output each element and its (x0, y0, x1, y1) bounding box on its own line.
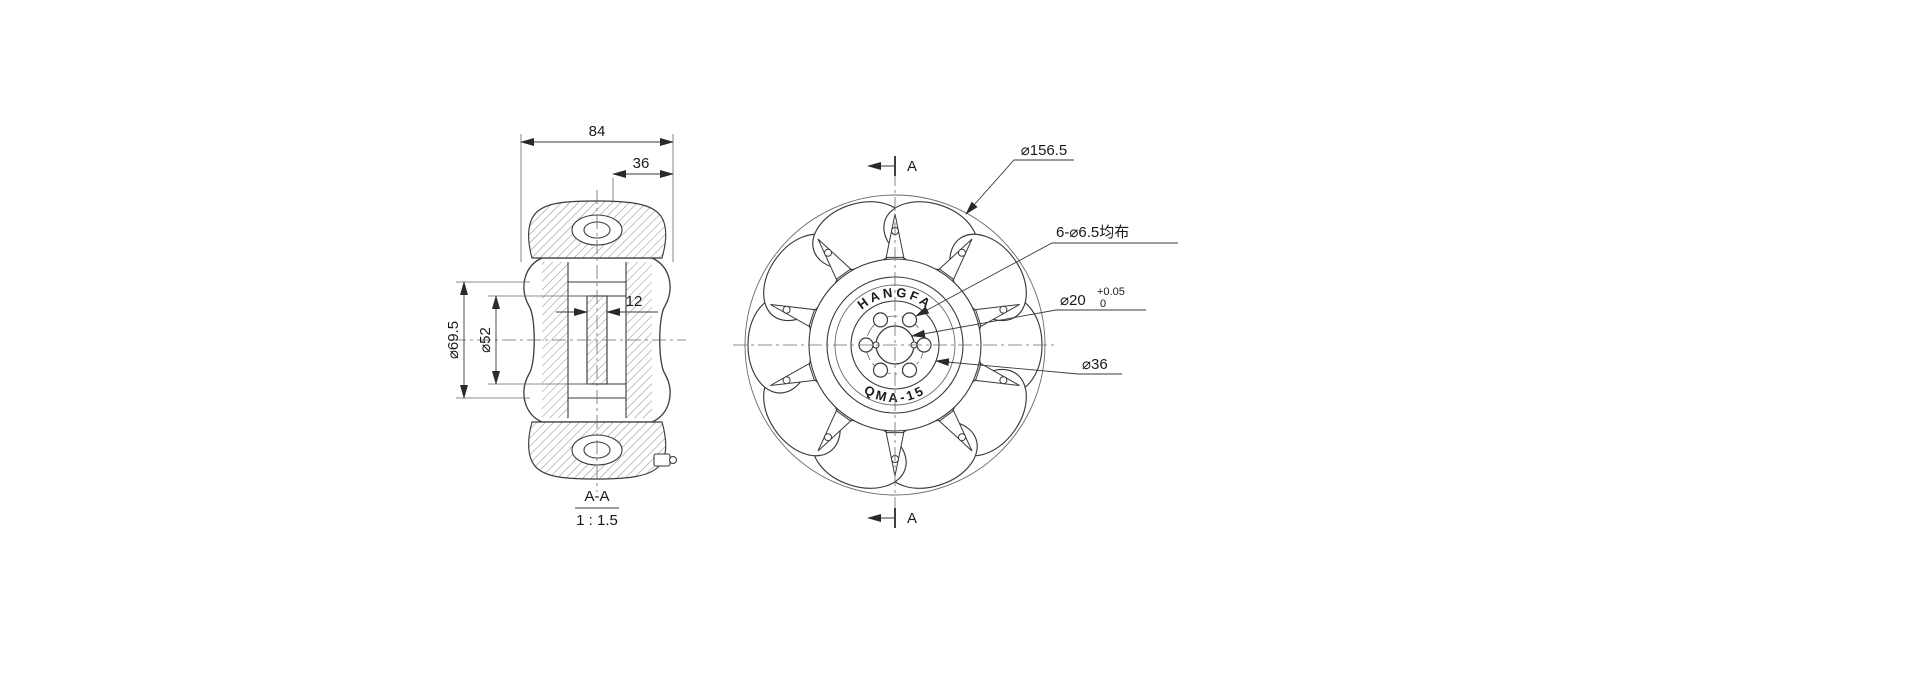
dim-web-width-label: 12 (626, 293, 643, 310)
hub-diameter-label: ⌀36 (1082, 356, 1108, 373)
dim-roller-diameter-label: ⌀69.5 (445, 321, 462, 359)
center-bore-label: ⌀20 (1060, 292, 1086, 309)
section-marker-bottom-label: A (907, 510, 917, 527)
section-marker-top: A (867, 156, 917, 176)
dimension-web-width: 12 (556, 293, 658, 316)
dimension-roller-diameter: ⌀69.5 (445, 281, 530, 399)
axle-pin (653, 453, 671, 467)
frame-fingers (770, 213, 1020, 477)
dimension-inner-diameter: ⌀52 (477, 295, 590, 385)
dimension-overall-width: 84 (520, 123, 674, 262)
section-marker-bottom: A (867, 508, 917, 528)
dim-inner-diameter-label: ⌀52 (477, 327, 494, 353)
section-scale: 1 : 1.5 (576, 512, 618, 529)
callout-center-bore: ⌀20 +0.05 0 (911, 286, 1146, 338)
section-view: 84 36 12 ⌀69.5 ⌀52 A (445, 123, 686, 529)
svg-text:QMA-15: QMA-15 (862, 382, 928, 405)
view-label: A-A 1 : 1.5 (575, 488, 619, 529)
section-label: A-A (584, 488, 609, 505)
dim-hub-width-label: 36 (633, 155, 650, 172)
callout-outer-diameter: ⌀156.5 (965, 142, 1074, 215)
callout-hub-diameter: ⌀36 (935, 356, 1122, 375)
center-bore-tol-upper: +0.05 (1097, 286, 1125, 298)
front-view: HANGFA QMA-15 A A ⌀156.5 6-⌀6.5 (733, 142, 1178, 528)
brand-text-bottom: QMA-15 (862, 382, 925, 405)
section-marker-top-label: A (907, 158, 917, 175)
callout-bolt-holes: 6-⌀6.5均布 (915, 224, 1178, 317)
outer-diameter-label: ⌀156.5 (1021, 142, 1068, 159)
center-bore-tol-lower: 0 (1100, 298, 1106, 310)
dim-overall-width-label: 84 (589, 123, 606, 140)
bolt-holes-label: 6-⌀6.5均布 (1056, 224, 1129, 241)
dimension-hub-width: 36 (612, 155, 674, 201)
bolt-holes (858, 312, 932, 378)
axle-pin-end (668, 455, 678, 465)
